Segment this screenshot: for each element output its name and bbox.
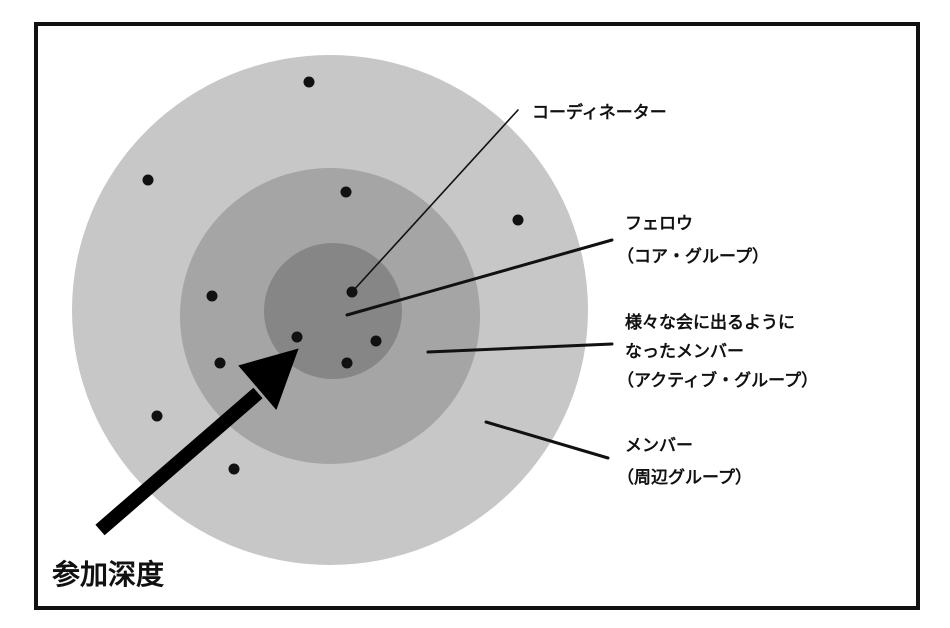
active-group-label-line3: （アクティブ・グループ） (617, 370, 818, 391)
depth-arrow (95, 348, 299, 536)
depth-arrow-shaft (95, 387, 263, 536)
participation-depth-label: 参加深度 (52, 558, 164, 591)
peripheral-group-label-line2: （周辺グループ） (617, 467, 752, 488)
active-leader-line (426, 342, 614, 354)
member-dot (341, 357, 353, 369)
member-dot (151, 410, 163, 422)
leader-lines (345, 109, 614, 460)
coordinator-leader-line (351, 109, 519, 293)
member-dot (214, 357, 226, 369)
member-dot (206, 290, 218, 302)
active-group-label-line1: 様々な会に出るように (625, 312, 795, 333)
peripheral-group-label-line1: メンバー (625, 436, 693, 456)
member-dot (291, 331, 303, 343)
member-dot (142, 174, 154, 186)
member-dots (142, 76, 524, 475)
depth-arrow-head (238, 348, 299, 410)
member-dot (370, 335, 382, 347)
active-group-label-line2: なったメンバー (625, 342, 744, 362)
core-group-label-line2: （コア・グループ） (617, 246, 769, 267)
member-dot (340, 186, 352, 198)
core-group-label-line1: フェロウ (625, 214, 693, 234)
core-group-circle (264, 243, 402, 379)
peripheral-leader-line (484, 420, 610, 460)
coordinator-label: コーディネーター (532, 102, 667, 123)
member-dot (303, 76, 315, 88)
member-dot (512, 214, 524, 226)
core-leader-line (345, 238, 614, 317)
member-dot (228, 463, 240, 475)
